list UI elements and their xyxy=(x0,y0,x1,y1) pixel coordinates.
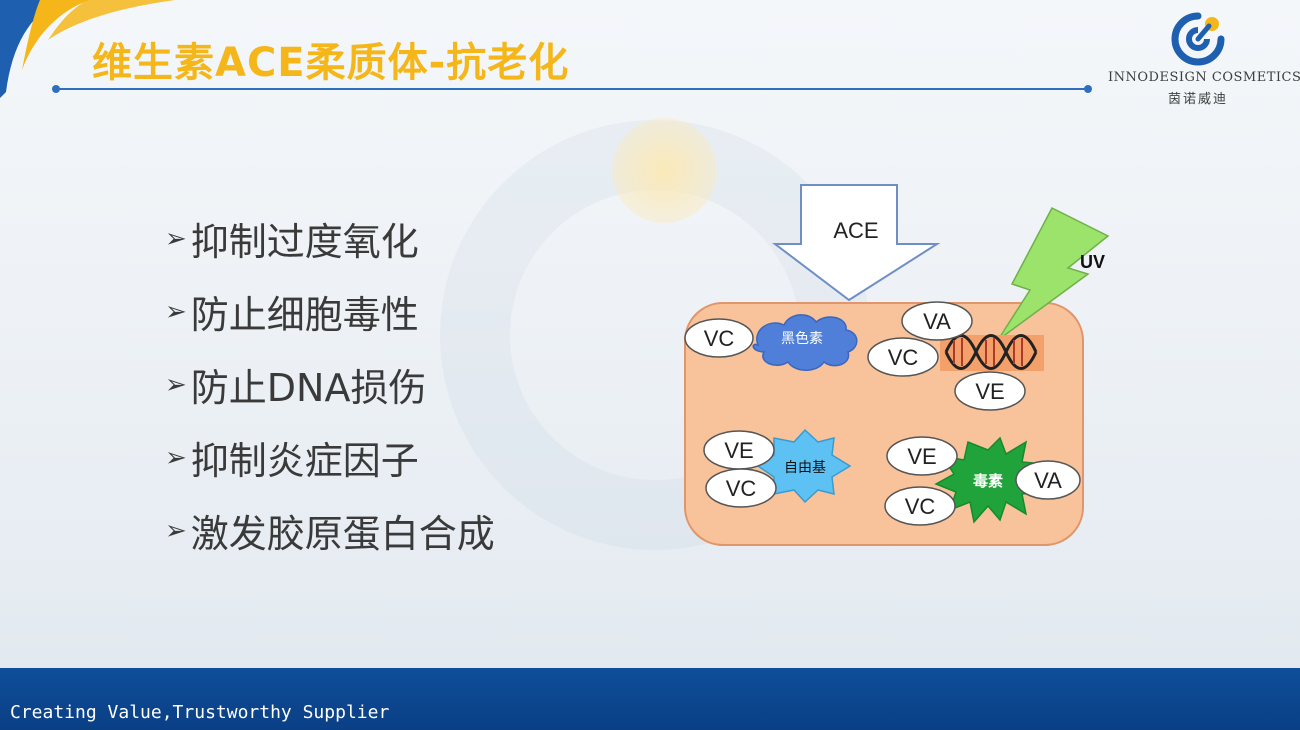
vitamin-bubble xyxy=(886,436,958,476)
corner-swoosh xyxy=(0,0,175,98)
list-item: ➢抑制过度氧化 xyxy=(165,202,495,275)
watermark-sun xyxy=(612,118,717,223)
vitamin-label-vc: VC xyxy=(905,494,936,519)
footer-slogan: Creating Value,Trustworthy Supplier xyxy=(10,702,390,723)
vitamin-label-vc: VC xyxy=(726,476,757,501)
logo-name-cn: 茵诺威迪 xyxy=(1167,92,1228,107)
vitamin-bubble xyxy=(884,486,956,526)
vitamin-bubble xyxy=(705,468,777,508)
title-rule xyxy=(52,85,1092,93)
logo-name-en: INNODESIGN COSMETICS xyxy=(1108,70,1300,85)
vitamin-bubble xyxy=(684,318,754,358)
melanin-cloud-icon xyxy=(752,314,858,371)
ace-protection-diagram: ACE UV 黑色素 VC VA VC VE 自由基 V xyxy=(684,184,1110,546)
ace-arrow-icon xyxy=(772,184,941,302)
vitamin-label-ve: VE xyxy=(907,444,936,469)
list-item-text: 激发胶原蛋白合成 xyxy=(190,512,495,556)
vitamin-label-ve: VE xyxy=(975,379,1004,404)
vitamin-label-ve: VE xyxy=(724,438,753,463)
list-item: ➢防止DNA损伤 xyxy=(165,348,495,421)
uv-label: UV xyxy=(1080,252,1105,272)
arrow-bullet-icon: ➢ xyxy=(165,369,187,400)
arrow-bullet-icon: ➢ xyxy=(165,442,187,473)
list-item-text: 抑制炎症因子 xyxy=(190,439,419,483)
company-logo: INNODESIGN COSMETICS 茵诺威迪 xyxy=(1108,10,1300,110)
dna-strand-b xyxy=(944,334,1038,370)
list-item: ➢抑制炎症因子 xyxy=(165,421,495,494)
footer-bar: Creating Value,Trustworthy Supplier xyxy=(0,668,1300,730)
uv-lightning-icon xyxy=(997,207,1110,341)
list-item-text: 防止细胞毒性 xyxy=(190,293,419,337)
page-title: 维生素ACE柔质体-抗老化 xyxy=(92,40,570,86)
arrow-bullet-icon: ➢ xyxy=(165,296,187,327)
benefit-list: ➢抑制过度氧化 ➢防止细胞毒性 ➢防止DNA损伤 ➢抑制炎症因子 ➢激发胶原蛋白… xyxy=(165,202,495,567)
arrow-bullet-icon: ➢ xyxy=(165,223,187,254)
list-item-text: 抑制过度氧化 xyxy=(190,220,419,264)
toxin-label: 毒素 xyxy=(973,472,1003,490)
vitamin-label-va: VA xyxy=(1034,468,1062,493)
list-item: ➢防止细胞毒性 xyxy=(165,275,495,348)
free-radical-label: 自由基 xyxy=(784,459,826,475)
list-item-text: 防止DNA损伤 xyxy=(190,366,427,410)
vitamin-label-vc: VC xyxy=(704,326,735,351)
vitamin-bubble xyxy=(901,301,973,341)
arrow-bullet-icon: ➢ xyxy=(165,515,187,546)
vitamin-label-va: VA xyxy=(923,309,951,334)
vitamin-label-vc: VC xyxy=(888,345,919,370)
melanin-label: 黑色素 xyxy=(781,330,823,346)
innodesign-logo-icon xyxy=(1171,12,1225,66)
vitamin-bubble xyxy=(867,337,939,377)
list-item: ➢激发胶原蛋白合成 xyxy=(165,494,495,567)
vitamin-bubble xyxy=(954,371,1026,411)
ace-arrow-label: ACE xyxy=(833,218,878,243)
vitamin-bubble xyxy=(1015,460,1081,500)
dna-rungs xyxy=(953,338,1023,366)
